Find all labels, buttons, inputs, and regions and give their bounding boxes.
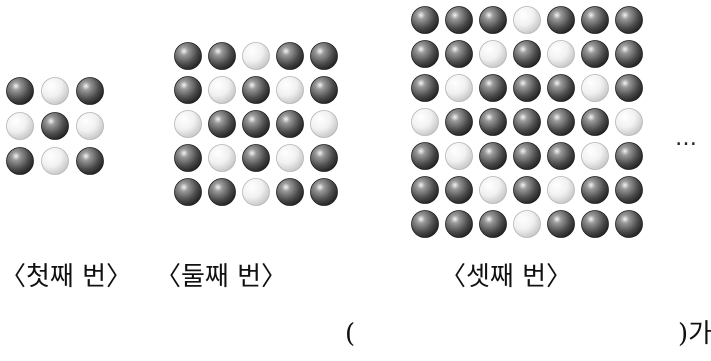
dark-ball (548, 75, 575, 102)
dark-ball (616, 75, 643, 102)
label-second: 〈둘째 번〉 (155, 262, 287, 292)
light-ball (548, 177, 575, 204)
dark-ball (480, 75, 507, 102)
light-ball (175, 111, 202, 138)
light-ball (311, 111, 338, 138)
dark-ball (243, 111, 270, 138)
dark-ball (77, 78, 104, 105)
dark-ball (209, 43, 236, 70)
dark-ball (243, 145, 270, 172)
dark-ball (7, 78, 34, 105)
dark-ball (42, 113, 69, 140)
dark-ball (7, 148, 34, 175)
dark-ball (243, 77, 270, 104)
dark-ball (277, 43, 304, 70)
dark-ball (77, 148, 104, 175)
dark-ball (514, 41, 541, 68)
dark-ball (480, 211, 507, 238)
dark-ball (277, 111, 304, 138)
light-ball (446, 75, 473, 102)
dark-ball (446, 41, 473, 68)
dark-ball (582, 41, 609, 68)
dark-ball (480, 109, 507, 136)
dark-ball (582, 177, 609, 204)
dark-ball (514, 75, 541, 102)
light-ball (582, 75, 609, 102)
dark-ball (616, 177, 643, 204)
dark-ball (446, 211, 473, 238)
dark-ball (582, 7, 609, 34)
light-ball (277, 77, 304, 104)
light-ball (514, 211, 541, 238)
dark-ball (446, 109, 473, 136)
answer-paren-close: )가 (678, 319, 711, 349)
dark-ball (311, 77, 338, 104)
dark-ball (548, 7, 575, 34)
label-third: 〈셋째 번〉 (440, 262, 572, 292)
dark-ball (616, 143, 643, 170)
light-ball (42, 148, 69, 175)
dark-ball (548, 211, 575, 238)
dark-ball (412, 143, 439, 170)
light-ball (243, 179, 270, 206)
dark-ball (311, 145, 338, 172)
light-ball (582, 143, 609, 170)
dark-ball (175, 43, 202, 70)
dark-ball (514, 109, 541, 136)
dark-ball (616, 211, 643, 238)
light-ball (243, 43, 270, 70)
dark-ball (311, 43, 338, 70)
dark-ball (446, 177, 473, 204)
dark-ball (412, 75, 439, 102)
pattern-second-grid (175, 43, 338, 206)
pattern-third-grid (412, 7, 643, 238)
dark-ball (616, 41, 643, 68)
light-ball (514, 7, 541, 34)
label-first: 〈첫째 번〉 (0, 262, 132, 292)
answer-paren-open: ( (345, 319, 355, 349)
dark-ball (175, 77, 202, 104)
light-ball (446, 143, 473, 170)
light-ball (616, 109, 643, 136)
dark-ball (412, 41, 439, 68)
light-ball (77, 113, 104, 140)
dark-ball (412, 211, 439, 238)
dark-ball (311, 179, 338, 206)
light-ball (7, 113, 34, 140)
dark-ball (277, 179, 304, 206)
dark-ball (209, 179, 236, 206)
light-ball (209, 145, 236, 172)
light-ball (480, 41, 507, 68)
dark-ball (582, 211, 609, 238)
dark-ball (582, 109, 609, 136)
dark-ball (412, 7, 439, 34)
dark-ball (446, 7, 473, 34)
dark-ball (209, 111, 236, 138)
dark-ball (480, 7, 507, 34)
light-ball (548, 41, 575, 68)
light-ball (42, 78, 69, 105)
dark-ball (175, 145, 202, 172)
dark-ball (548, 109, 575, 136)
light-ball (412, 109, 439, 136)
pattern-first-grid (7, 78, 104, 175)
dark-ball (514, 177, 541, 204)
dark-ball (548, 143, 575, 170)
light-ball (277, 145, 304, 172)
dark-ball (514, 143, 541, 170)
dark-ball (412, 177, 439, 204)
continuation-ellipsis: … (675, 126, 697, 152)
light-ball (209, 77, 236, 104)
dark-ball (616, 7, 643, 34)
dark-ball (480, 143, 507, 170)
light-ball (480, 177, 507, 204)
dark-ball (175, 179, 202, 206)
